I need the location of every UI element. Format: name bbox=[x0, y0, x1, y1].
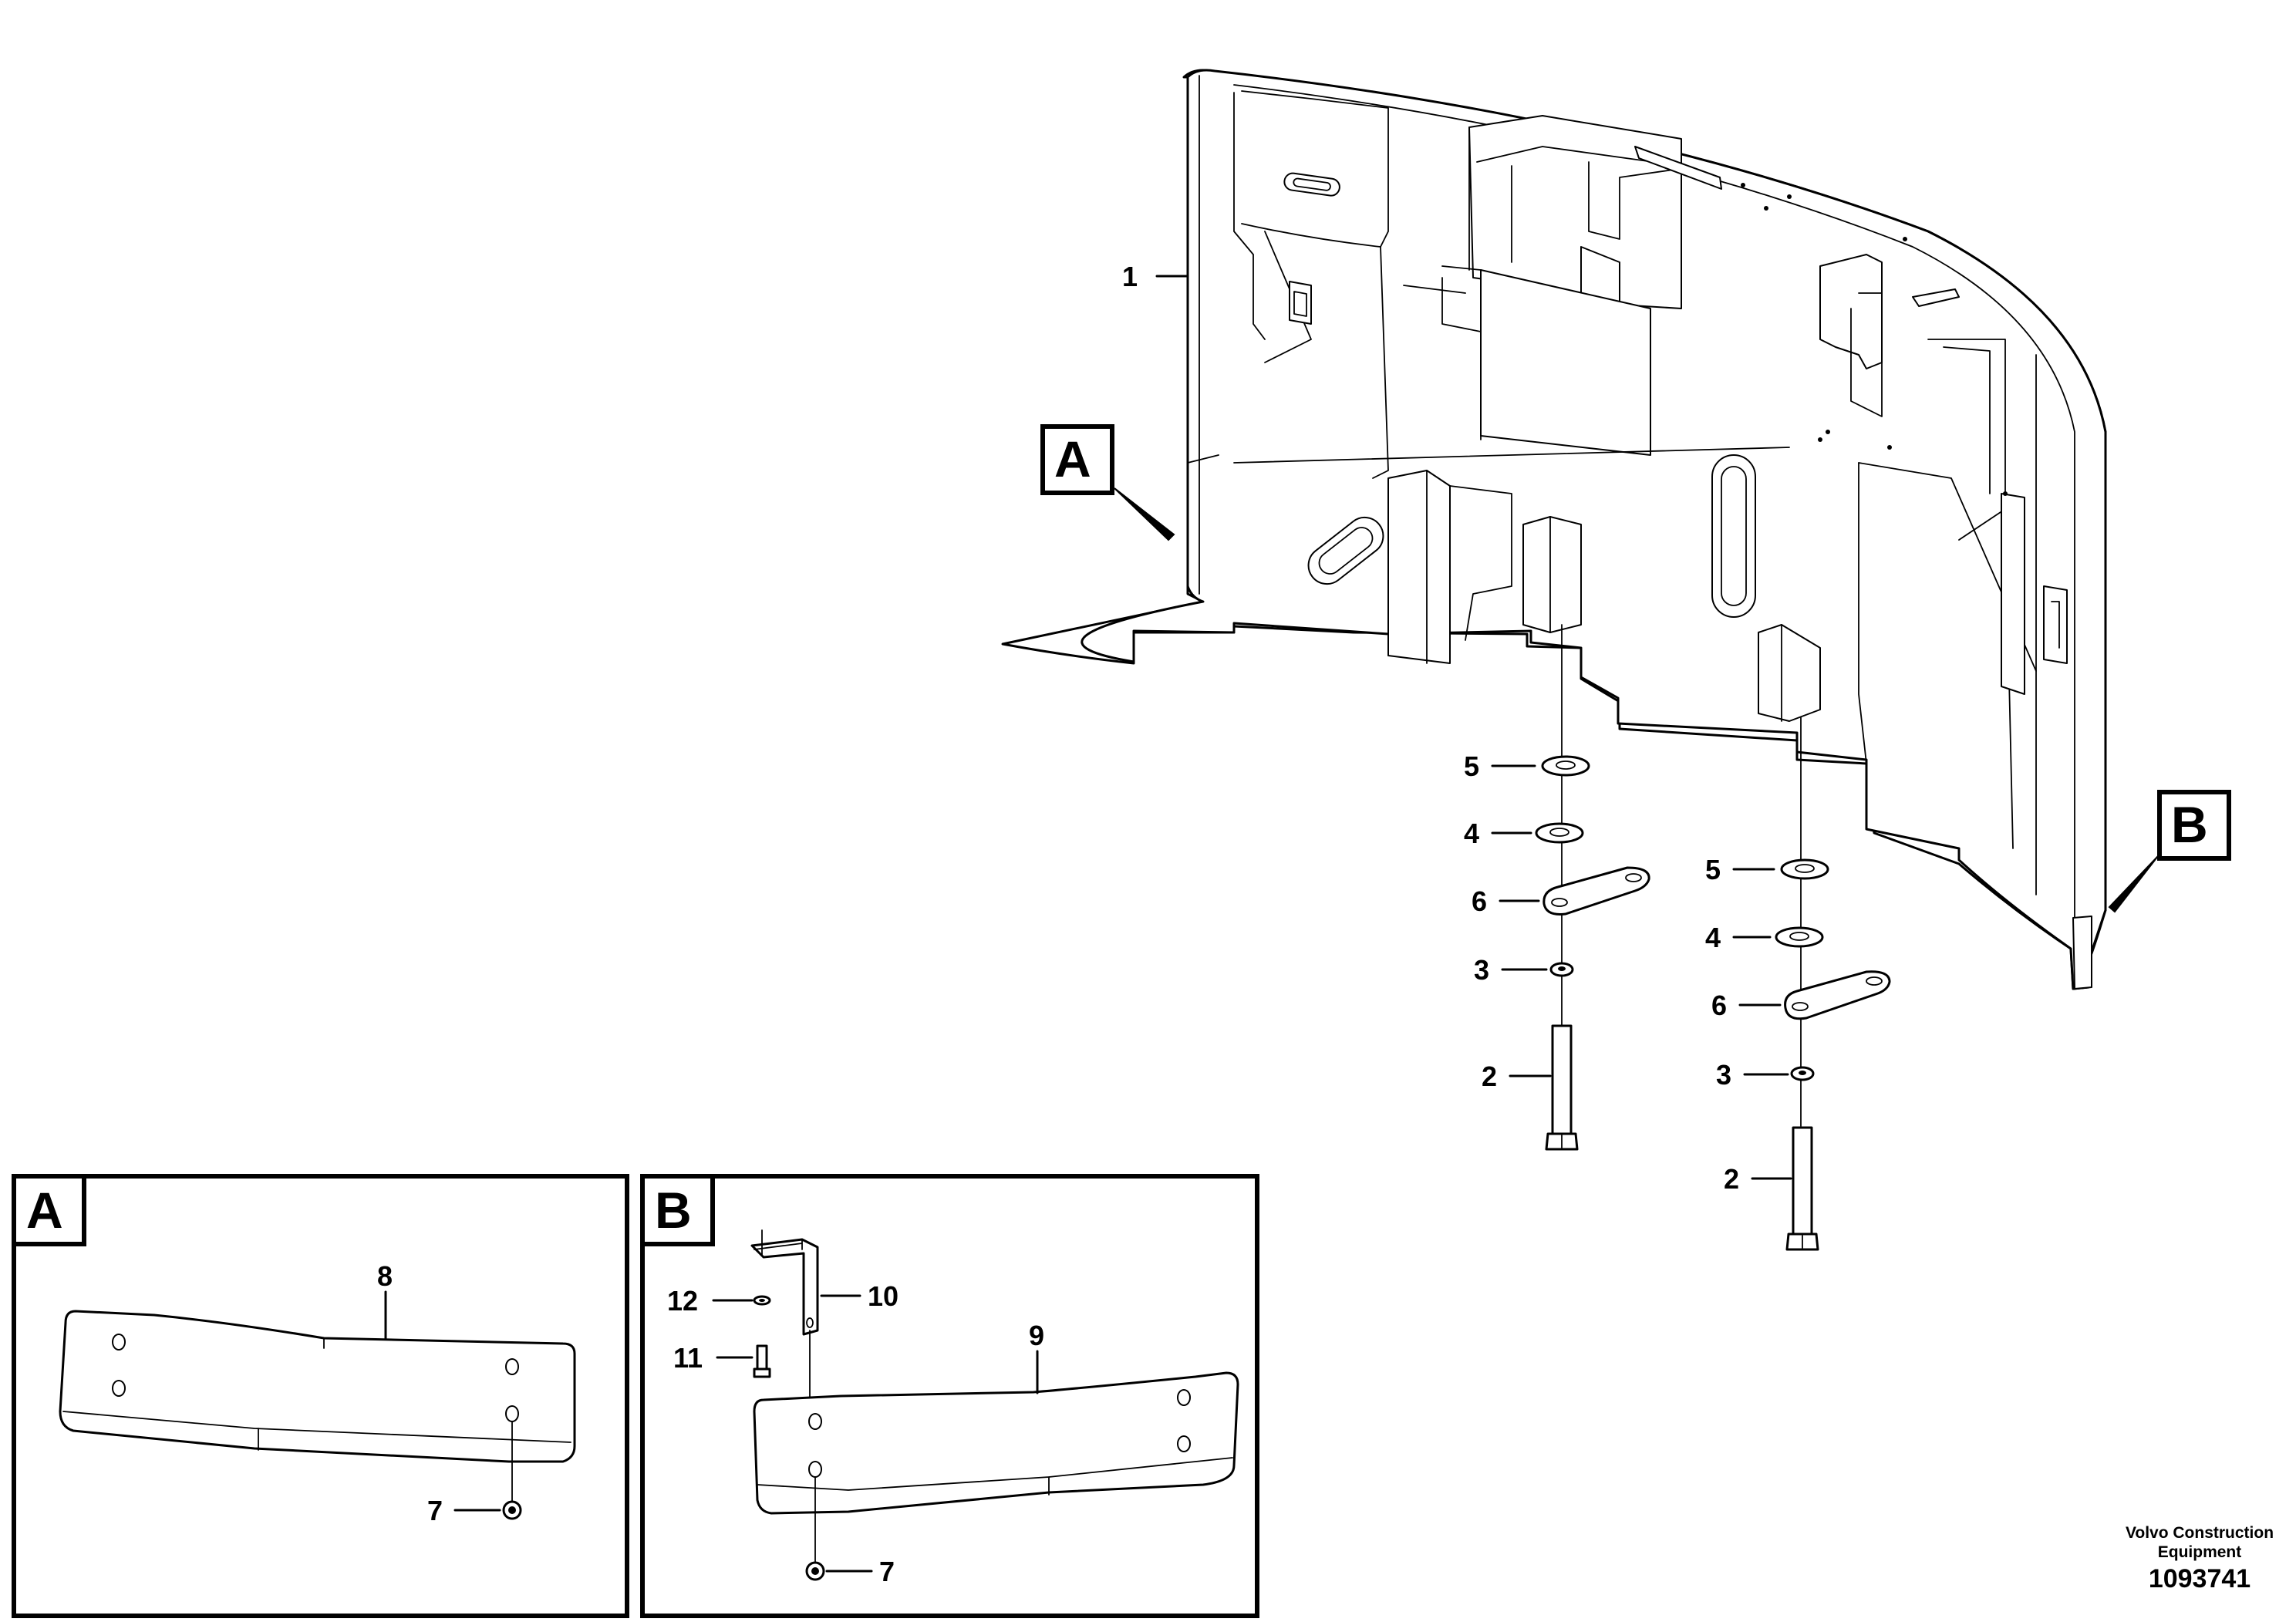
callout-2-left: 2 bbox=[1482, 1061, 1497, 1092]
company-name-line2: Equipment bbox=[2158, 1543, 2242, 1561]
svg-text:A: A bbox=[26, 1182, 63, 1239]
callout-1: 1 bbox=[1122, 261, 1138, 292]
side-weight-8 bbox=[59, 1310, 576, 1463]
center-oval-slot bbox=[1711, 454, 1756, 618]
callout-9: 9 bbox=[1029, 1320, 1044, 1351]
detail-b-frame bbox=[640, 1174, 1259, 1618]
callout-4-right: 4 bbox=[1705, 922, 1721, 953]
document-number: 1093741 bbox=[2149, 1564, 2250, 1593]
view-marker-a: A bbox=[1040, 424, 1175, 541]
detail-a-tag bbox=[12, 1174, 86, 1246]
bolt-stack-right bbox=[1775, 717, 1891, 1251]
view-marker-b: B bbox=[2108, 790, 2231, 913]
detail-b-tag bbox=[640, 1174, 715, 1246]
mount-pad-left bbox=[1522, 516, 1582, 633]
callout-5-right: 5 bbox=[1705, 854, 1721, 885]
bolt-2-right bbox=[1792, 1126, 1813, 1236]
callout-12: 12 bbox=[667, 1285, 698, 1317]
callout-6-left: 6 bbox=[1472, 885, 1487, 917]
callout-3-left: 3 bbox=[1474, 954, 1489, 986]
view-marker-b-box bbox=[2157, 790, 2231, 861]
washer-5-left bbox=[1541, 755, 1590, 777]
bolt-2-left bbox=[1551, 1024, 1573, 1135]
svg-text:B: B bbox=[655, 1182, 692, 1239]
callout-4-left: 4 bbox=[1464, 818, 1479, 849]
lower-left-block bbox=[1387, 470, 1451, 664]
bolt-11 bbox=[756, 1344, 768, 1371]
counterweight-assembly bbox=[1001, 69, 2107, 990]
side-weight-9 bbox=[753, 1371, 1239, 1515]
callout-10: 10 bbox=[868, 1280, 899, 1312]
detail-a-frame bbox=[12, 1174, 629, 1618]
bolt-stack-left bbox=[1535, 624, 1650, 1151]
plate-6-right bbox=[1784, 970, 1891, 1020]
callout-2-right: 2 bbox=[1724, 1163, 1739, 1195]
callout-6-right: 6 bbox=[1711, 990, 1727, 1021]
svg-text:A: A bbox=[1054, 430, 1091, 487]
lower-left-oval-slot bbox=[1307, 516, 1384, 585]
callout-5-left: 5 bbox=[1464, 750, 1479, 782]
rear-tip bbox=[2072, 916, 2092, 990]
callout-3-right: 3 bbox=[1716, 1059, 1731, 1091]
callout-11: 11 bbox=[673, 1342, 703, 1374]
detail-view-a: A bbox=[12, 1174, 629, 1618]
callout-7-b: 7 bbox=[879, 1556, 895, 1587]
washer-4-left bbox=[1535, 822, 1584, 844]
callout-7-a: 7 bbox=[427, 1495, 443, 1526]
callout-8: 8 bbox=[377, 1260, 393, 1292]
company-name-line1: Volvo Construction bbox=[2126, 1524, 2274, 1542]
washer-5-right bbox=[1780, 858, 1829, 880]
washer-4-right bbox=[1775, 926, 1824, 948]
plate-6-left bbox=[1542, 866, 1650, 916]
surface-dots bbox=[1741, 183, 2008, 496]
detail-view-b: B bbox=[640, 1174, 1259, 1618]
svg-text:B: B bbox=[2171, 796, 2208, 853]
